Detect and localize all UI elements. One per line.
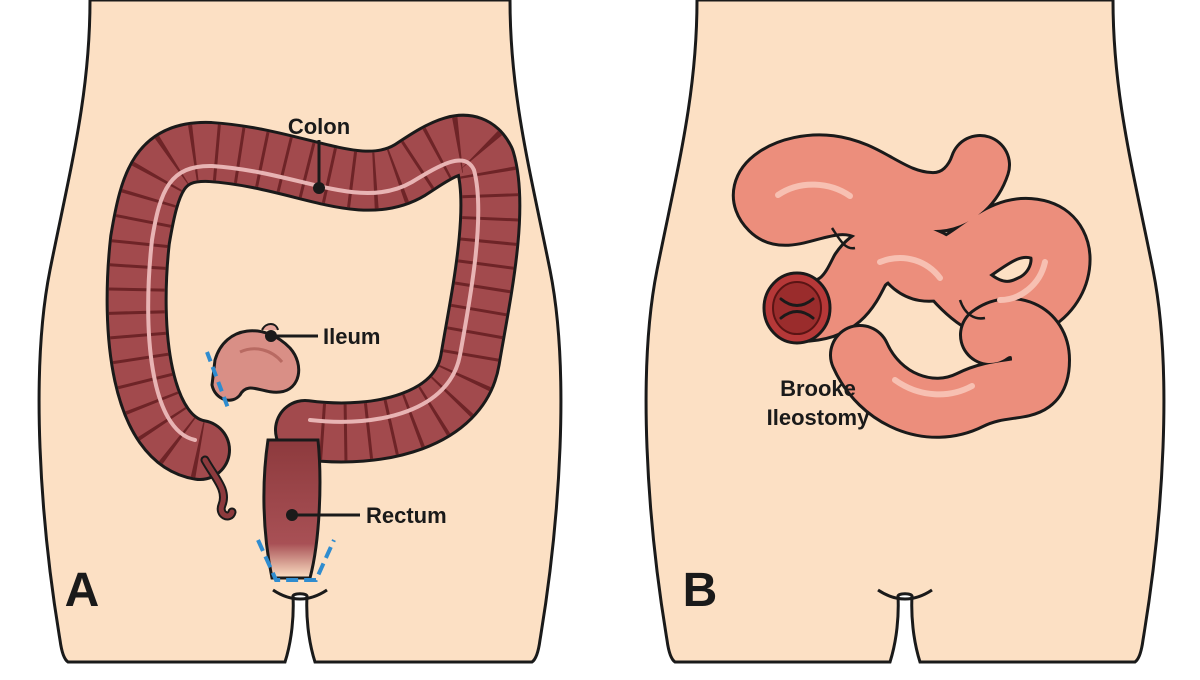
small-intestine	[732, 133, 1092, 439]
rectum-leader-dot	[286, 509, 298, 521]
resection-line-rectum	[256, 539, 336, 582]
panel-b-letter: B	[683, 564, 718, 617]
colon	[105, 113, 522, 580]
ileum-label: Ileum	[323, 324, 380, 349]
panel-b: Brooke Ileostomy B	[644, 0, 1166, 664]
ileum-leader-dot	[265, 330, 277, 342]
resection-line-ileum	[205, 351, 230, 409]
colon-leader-dot	[313, 182, 325, 194]
rectum	[262, 438, 322, 580]
stoma	[762, 271, 832, 345]
ileostomy-label-line2: Ileostomy	[767, 405, 870, 430]
groin-mark-b	[877, 588, 933, 601]
groin-mark-a	[272, 588, 328, 601]
torso-b	[644, 0, 1166, 664]
rectum-label: Rectum	[366, 503, 447, 528]
ileostomy-label-line1: Brooke	[780, 376, 856, 401]
panel-a-letter: A	[65, 564, 100, 617]
panel-a: Colon Ileum Rectum A	[37, 0, 563, 664]
ileum	[210, 323, 301, 402]
colon-label: Colon	[288, 114, 350, 139]
